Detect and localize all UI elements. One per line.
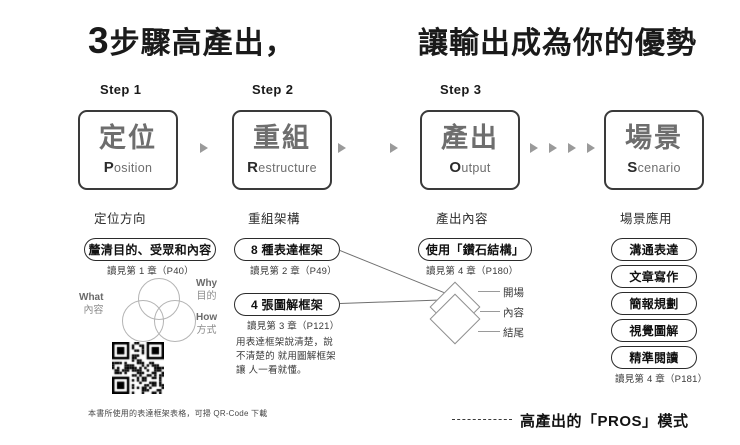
step-box-1-cn: 定位 <box>99 122 157 153</box>
note-col2-a: 讀見第 2 章（P49） <box>250 266 337 277</box>
step-box-2-rest: estructure <box>258 160 317 175</box>
pill-col4-5[interactable]: 精準閱讀 <box>611 346 697 369</box>
step-box-4-cn: 場景 <box>625 122 683 153</box>
step-caption-3: 產出內容 <box>436 212 489 226</box>
diamond-label-3: 結尾 <box>503 327 524 339</box>
diamond-leader-1 <box>478 291 500 292</box>
arrow-icon-3 <box>390 143 398 153</box>
venn-why: Why <box>196 278 218 289</box>
headline-number: 3 <box>88 20 110 61</box>
step-box-1-en: Position <box>104 159 153 176</box>
note-col4: 讀見第 4 章（P181） <box>615 374 708 385</box>
venn-what: What <box>79 292 104 303</box>
step-box-scenario[interactable]: 場景 Scenario <box>604 110 704 190</box>
step-caption-4: 場景應用 <box>620 212 673 226</box>
step-box-4-en: Scenario <box>627 159 680 176</box>
note-col3: 讀見第 4 章（P180） <box>426 266 519 277</box>
pill-col3[interactable]: 使用「鑽石結構」 <box>418 238 532 261</box>
headline-left: 3步驟高產出， <box>88 18 296 62</box>
pill-col1[interactable]: 釐清目的、受眾和內容 <box>84 238 216 261</box>
step-box-position[interactable]: 定位 Position <box>78 110 178 190</box>
step-box-output[interactable]: 產出 Output <box>420 110 520 190</box>
pill-col2-b[interactable]: 4 張圖解框架 <box>234 293 340 316</box>
venn-how: How <box>196 312 218 323</box>
diamond-label-2: 內容 <box>503 307 524 319</box>
venn-how-sub: 方式 <box>196 324 217 336</box>
step-box-3-en: Output <box>449 159 490 176</box>
step-label-2: Step 2 <box>252 82 294 97</box>
venn-diagram <box>110 278 220 342</box>
diamond-leader-3 <box>478 331 500 332</box>
venn-circle-how <box>154 300 196 342</box>
note-col2-b: 讀見第 3 章（P121） <box>247 321 340 332</box>
footer-dashed-line <box>452 419 512 420</box>
arrow-icon-6 <box>568 143 576 153</box>
pill-col4-1[interactable]: 溝通表達 <box>611 238 697 261</box>
step-box-1-initial: P <box>103 158 115 176</box>
arrow-icon-4 <box>530 143 538 153</box>
step-box-4-initial: S <box>627 158 638 176</box>
venn-why-sub: 目的 <box>196 290 217 302</box>
footnote-text: 本書所使用的表達框架表格，可掃 QR-Code 下載 <box>88 409 268 418</box>
arrow-icon-1 <box>200 143 208 153</box>
venn-what-sub: 內容 <box>83 304 104 316</box>
pros-mode-label: 高產出的「PROS」模式 <box>520 413 689 430</box>
step-box-2-en: Restructure <box>247 159 317 176</box>
pill-col4-3[interactable]: 簡報規劃 <box>611 292 697 315</box>
step-box-restructure[interactable]: 重組 Restructure <box>232 110 332 190</box>
qr-code-icon[interactable] <box>112 342 164 394</box>
pill-col2-a[interactable]: 8 種表達框架 <box>234 238 340 261</box>
step-box-3-rest: utput <box>461 160 491 175</box>
step-label-3: Step 3 <box>440 82 482 97</box>
arrow-icon-5 <box>549 143 557 153</box>
headline-left-text: 步驟高產出， <box>109 27 296 60</box>
headline-right: 讓輸出成為你的優勢 <box>418 27 697 60</box>
step-box-3-cn: 產出 <box>441 122 499 153</box>
step-label-1: Step 1 <box>100 82 142 97</box>
col2-body-text: 用表達框架說清楚，說不清楚的 就用圖解框架讓 人一看就懂。 <box>236 337 336 376</box>
pill-col4-2[interactable]: 文章寫作 <box>611 265 697 288</box>
diamond-label-1: 開場 <box>503 287 524 299</box>
pill-col4-4[interactable]: 視覺圖解 <box>611 319 697 342</box>
step-caption-2: 重組架構 <box>248 212 301 226</box>
diamond-leader-2 <box>480 311 500 312</box>
headline: 3步驟高產出， 讓輸出成為你的優勢 <box>0 18 740 62</box>
step-box-2-cn: 重組 <box>253 122 311 153</box>
step-caption-1: 定位方向 <box>94 212 147 226</box>
step-box-4-rest: cenario <box>637 160 681 175</box>
arrow-icon-2 <box>338 143 346 153</box>
arrow-icon-7 <box>587 143 595 153</box>
step-box-3-initial: O <box>449 158 462 176</box>
step-box-2-initial: R <box>247 158 259 176</box>
note-col1: 讀見第 1 章（P40） <box>107 266 194 277</box>
step-box-1-rest: osition <box>114 160 153 175</box>
